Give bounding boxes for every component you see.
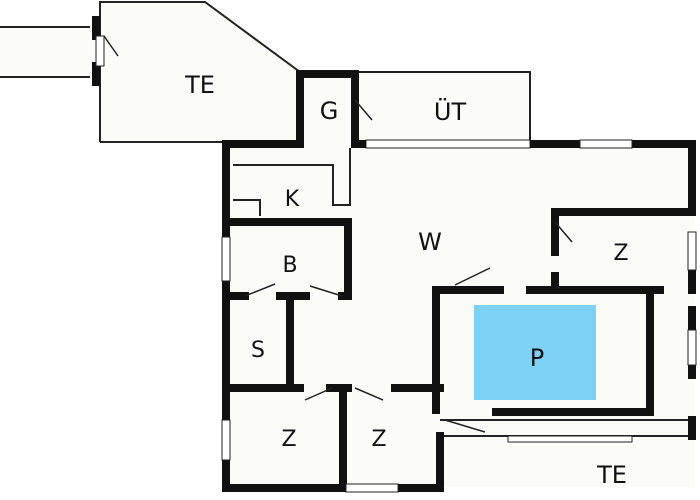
label-bedroom-right: Z [613, 241, 628, 266]
utility-floor [300, 72, 530, 142]
entrance-corridor-floor [0, 27, 100, 77]
door-terrace [444, 419, 486, 433]
windows [95, 35, 697, 493]
window-top-1 [365, 139, 531, 149]
label-garage: G [320, 97, 339, 125]
window-terrace [507, 435, 633, 443]
label-storage: S [251, 338, 265, 363]
door-bedroom-mid [354, 387, 384, 401]
window-left [221, 236, 231, 282]
window-right-1 [687, 231, 697, 271]
door-bedroom-left [304, 387, 333, 401]
label-bedroom-left: Z [281, 427, 296, 452]
terrace-top-floor [100, 2, 300, 142]
door-bath-2 [309, 285, 343, 297]
pool [474, 305, 596, 400]
label-living: W [418, 228, 442, 256]
label-terrace-bottom: TE [596, 461, 627, 489]
floor-areas [0, 2, 694, 487]
label-kitchen: K [285, 187, 300, 212]
door-bath-1 [244, 283, 276, 297]
door-living [454, 267, 491, 286]
label-terrace-top: TE [184, 71, 215, 99]
window-left-lower [221, 419, 231, 461]
window-garage [95, 35, 105, 67]
door-entrance [103, 35, 119, 57]
label-utility: ÜT [434, 97, 467, 126]
window-bottom [345, 483, 399, 493]
label-pool: P [530, 344, 544, 372]
main-house-floor [222, 142, 694, 487]
window-right-2 [687, 329, 697, 366]
label-bedroom-mid: Z [371, 427, 386, 452]
thick-walls [92, 16, 696, 492]
room-labels: TE G ÜT K W B S P Z Z Z TE [184, 71, 628, 489]
door-right-bedroom [554, 221, 573, 243]
window-top-2 [579, 139, 633, 149]
door-garage [354, 99, 373, 121]
label-bath: B [282, 253, 297, 278]
doors [103, 35, 573, 433]
